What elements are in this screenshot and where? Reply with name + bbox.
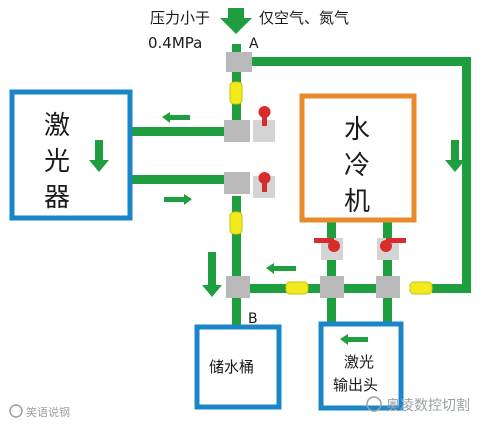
fitting-tee-3 [320, 276, 344, 298]
watermark-left: 笑语说钢 [26, 405, 70, 419]
watermark-right-icon [366, 396, 382, 412]
gas-label: 仅空气、氮气 [259, 9, 349, 27]
valve-handle-3 [314, 238, 340, 252]
check-valve-b [285, 281, 309, 295]
fittings [224, 52, 400, 298]
chiller-box [299, 93, 417, 223]
pipe [232, 292, 241, 328]
pipe [250, 57, 470, 66]
right-arrow-1 [164, 194, 192, 205]
chiller-label-char-2: 冷 [344, 151, 370, 181]
pipe [383, 294, 392, 324]
fitting-b-tee [226, 276, 250, 298]
bucket-down-arrow [202, 252, 222, 297]
laser-label-char-1: 激 [44, 111, 70, 141]
fitting-tee-2 [224, 172, 250, 194]
valve-handles [258, 106, 406, 252]
chiller-down-arrow [445, 140, 465, 172]
check-valve-right [409, 281, 433, 295]
water-bucket-box [194, 324, 282, 410]
valve-handle-4 [380, 238, 406, 252]
pipe [248, 284, 386, 293]
laser-label-char-3: 器 [44, 183, 70, 213]
laser-down-arrow [89, 140, 109, 172]
laser-head-label-line1: 激光 [344, 353, 374, 371]
left-arrow-1 [162, 112, 190, 123]
valve-body-1 [253, 120, 275, 142]
laser-head-box [318, 321, 404, 411]
flow-arrows [89, 8, 465, 345]
laser-head-label-line2: 输出头 [333, 376, 378, 394]
laser-label-char-2: 光 [44, 147, 70, 177]
valve-handle-2 [258, 172, 271, 192]
check-valve-a [229, 81, 243, 105]
laser-box [9, 89, 133, 221]
pipe [462, 57, 471, 293]
point-b-label: B [248, 311, 258, 327]
fitting-a-elbow [226, 52, 252, 72]
head-left-arrow [340, 334, 368, 345]
point-a-label: A [249, 36, 259, 52]
pipe [432, 284, 471, 293]
chiller-label-char-1: 水 [344, 115, 370, 145]
pressure-label-line1: 压力小于 [150, 9, 210, 27]
pipe [132, 127, 234, 136]
fitting-tee-4 [376, 276, 400, 298]
pipe [132, 175, 234, 184]
chiller-label-char-3: 机 [344, 187, 370, 217]
water-bucket-label: 储水桶 [209, 358, 254, 376]
inlet-down-arrow [220, 8, 252, 34]
pressure-label-line2: 0.4MPa [148, 34, 202, 52]
valve-handle-1 [258, 106, 271, 126]
pipe [232, 196, 241, 278]
left-arrow-2 [266, 263, 296, 274]
watermark-left-icon [9, 404, 23, 418]
watermark-right: 奥凌数控切割 [386, 397, 470, 414]
fitting-tee-1 [224, 120, 250, 142]
pipe [327, 294, 336, 324]
check-valve-mid [229, 211, 243, 235]
check-valves [229, 81, 433, 295]
